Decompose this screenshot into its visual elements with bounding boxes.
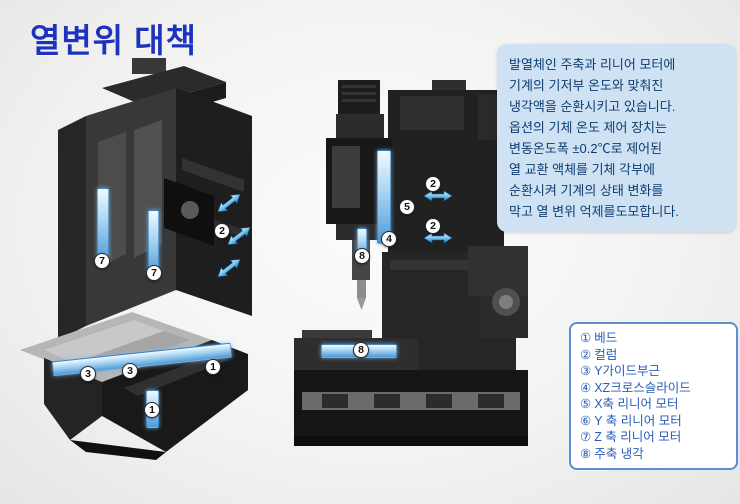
coolant-zone	[377, 150, 391, 244]
machine-marker: 3	[80, 366, 96, 382]
legend-item-label: 베드	[594, 331, 618, 345]
legend-item-label: 주축 냉각	[594, 446, 644, 461]
flow-arrow-icon	[213, 189, 244, 217]
description-line: 냉각액을 순환시키고 있습니다.	[509, 99, 676, 114]
description-line: 기계의 기저부 온도와 맞춰진	[509, 78, 664, 93]
machine-marker: 7	[94, 253, 110, 269]
flow-arrow-icon	[423, 190, 453, 202]
description-line: 발열체인 주축과 리니어 모터에	[509, 57, 676, 72]
machine-marker: 1	[144, 402, 160, 418]
machine-marker: 4	[381, 231, 397, 247]
description-line: 변동온도폭 ±0.2℃로 제어된	[509, 141, 663, 156]
coolant-zone	[97, 188, 109, 262]
legend-item-label: Y가이드부근	[594, 364, 661, 378]
machine-marker: 8	[353, 342, 369, 358]
legend-item-label: XZ크로스슬라이드	[594, 380, 691, 395]
legend-item-number: ①	[580, 331, 592, 345]
legend-item-label: Y 축 리니어 모터	[594, 413, 682, 428]
machine-marker: 2	[425, 176, 441, 192]
machine-marker: 3	[122, 363, 138, 379]
flow-arrow-icon	[223, 222, 254, 250]
legend-item-number: ⑥	[580, 413, 592, 428]
legend-item-label: X축 리니어 모터	[594, 397, 679, 411]
legend-item-number: ⑤	[580, 397, 592, 411]
description-line: 막고 열 변위 억제를도모합니다.	[509, 204, 679, 219]
legend-item-number: ⑦	[580, 430, 592, 444]
description-line: 옵션의 기체 온도 제어 장치는	[509, 120, 667, 135]
machine-marker: 1	[205, 359, 221, 375]
machine-marker: 8	[354, 248, 370, 264]
legend-item-number: ⑧	[580, 446, 592, 461]
machine-marker: 2	[425, 218, 441, 234]
legend-item-number: ④	[580, 380, 592, 395]
flow-arrow-icon	[213, 254, 244, 282]
flow-arrow-icon	[423, 232, 453, 244]
description-line: 순환시켜 기계의 상태 변화를	[509, 183, 664, 198]
legend-item-label: 컬럼	[594, 347, 618, 362]
legend-item-label: Z 축 리니어 모터	[594, 430, 682, 444]
machine-right-illustration	[294, 80, 528, 446]
legend-item-number: ②	[580, 347, 592, 362]
page-title: 열변위 대책	[30, 22, 197, 59]
description-box: 발열체인 주축과 리니어 모터에 기계의 기저부 온도와 맞춰진 냉각액을 순환…	[497, 44, 736, 232]
description-line: 열 교환 액체를 기체 각부에	[509, 162, 656, 177]
machine-marker: 5	[399, 199, 415, 215]
machine-marker: 7	[146, 265, 162, 281]
legend-item-number: ③	[580, 364, 592, 378]
machine-marker: 2	[214, 223, 230, 239]
